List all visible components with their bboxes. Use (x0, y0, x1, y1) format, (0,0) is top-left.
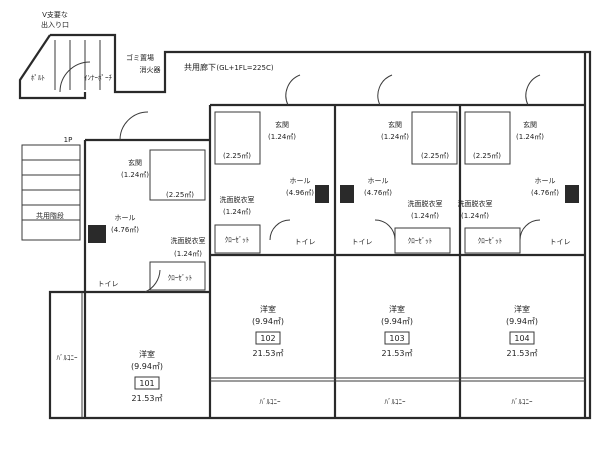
entry-area: (1.24㎡) (268, 133, 296, 141)
bath-area: (2.25㎡) (473, 152, 501, 160)
unit-number: 102 (260, 334, 275, 343)
toilet-label: トイレ (98, 280, 119, 288)
entry-label: 玄関 (388, 120, 402, 129)
room-label: 洋室 (389, 304, 405, 314)
hall-label: ホール (535, 177, 556, 185)
entrance-note-line2: 出入り口 (41, 20, 69, 29)
stairs-label: 共用階段 (36, 211, 64, 220)
unit-area: 21.53㎡ (382, 349, 413, 358)
entrance-note-line1: V支要な (42, 10, 68, 19)
unit-number: 104 (514, 334, 529, 343)
unit-number: 103 (389, 334, 404, 343)
closet-label: ｸﾛｰｾﾞｯﾄ (408, 237, 433, 245)
entry-area: (1.24㎡) (381, 133, 409, 141)
wash-label: 洗面脱衣室 (171, 236, 206, 245)
balcony-label: ﾊﾞﾙｺﾆｰ (385, 398, 406, 406)
unit-area: 21.53㎡ (507, 349, 538, 358)
balcony-label: ﾊﾞﾙｺﾆｰ (512, 398, 533, 406)
hall-area: (4.76㎡) (531, 189, 559, 197)
room-label: 洋室 (139, 349, 155, 359)
bath-area: (2.25㎡) (166, 191, 194, 199)
porch-label: ﾎﾟﾙﾄ (31, 74, 45, 82)
ps-label: 1P (64, 136, 73, 144)
room-area: (9.94㎡) (131, 362, 163, 371)
wash-label: 洗面脱衣室 (220, 195, 255, 204)
hall-label: ホール (368, 177, 389, 185)
common-area-labels: V支要な 出入り口 ﾎﾟﾙﾄ ｲﾝﾅｰﾎﾟｰﾁ ゴミ置場 消火器 共用廊下 (G… (31, 10, 274, 220)
unit-102: 玄関 (1.24㎡) ホール (4.96㎡) (2.25㎡) 洗面脱衣室 (1.… (220, 120, 316, 406)
wash-area: (1.24㎡) (174, 250, 202, 258)
hall-area: (4.96㎡) (286, 189, 314, 197)
entry-label: 玄関 (275, 120, 289, 129)
room-area: (9.94㎡) (252, 317, 284, 326)
unit-101: 玄関 (1.24㎡) ホール (4.76㎡) (2.25㎡) 洗面脱衣室 (1.… (57, 158, 206, 403)
closet-label: ｸﾛｰｾﾞｯﾄ (168, 274, 193, 282)
room-label: 洋室 (514, 304, 530, 314)
unit-area: 21.53㎡ (132, 394, 163, 403)
walls (18, 33, 592, 420)
room-area: (9.94㎡) (381, 317, 413, 326)
unit-area: 21.53㎡ (253, 349, 284, 358)
unit-103: 玄関 (1.24㎡) ホール (4.76㎡) (2.25㎡) 洗面脱衣室 (1.… (352, 120, 450, 406)
hall-area: (4.76㎡) (111, 226, 139, 234)
room-label: 洋室 (260, 304, 276, 314)
corridor-note: (GL+1FL=225C) (216, 64, 273, 72)
toilet-label: トイレ (550, 238, 571, 246)
entry-area: (1.24㎡) (121, 171, 149, 179)
hall-label: ホール (290, 177, 311, 185)
extinguisher-label: 消火器 (140, 65, 161, 74)
corridor-label: 共用廊下 (184, 62, 216, 72)
bath-area: (2.25㎡) (421, 152, 449, 160)
wash-label: 洗面脱衣室 (458, 199, 493, 208)
hall-label: ホール (115, 214, 136, 222)
entry-label: 玄関 (128, 158, 142, 167)
unit-number: 101 (139, 379, 154, 388)
toilet-label: トイレ (352, 238, 373, 246)
closet-label: ｸﾛｰｾﾞｯﾄ (478, 237, 503, 245)
hall-area: (4.76㎡) (364, 189, 392, 197)
entry-label: 玄関 (523, 120, 537, 129)
garbage-label: ゴミ置場 (126, 53, 154, 62)
wash-area: (1.24㎡) (461, 212, 489, 220)
room-area: (9.94㎡) (506, 317, 538, 326)
balcony-label: ﾊﾞﾙｺﾆｰ (260, 398, 281, 406)
inner-porch-label: ｲﾝﾅｰﾎﾟｰﾁ (84, 74, 112, 82)
wash-label: 洗面脱衣室 (408, 199, 443, 208)
closet-label: ｸﾛｰｾﾞｯﾄ (225, 236, 250, 244)
wash-area: (1.24㎡) (223, 208, 251, 216)
bath-area: (2.25㎡) (223, 152, 251, 160)
balcony-label: ﾊﾞﾙｺﾆｰ (57, 354, 78, 362)
toilet-label: トイレ (295, 238, 316, 246)
wash-area: (1.24㎡) (411, 212, 439, 220)
unit-104: 玄関 (1.24㎡) ホール (4.76㎡) (2.25㎡) 洗面脱衣室 (1.… (458, 120, 571, 406)
entry-area: (1.24㎡) (516, 133, 544, 141)
